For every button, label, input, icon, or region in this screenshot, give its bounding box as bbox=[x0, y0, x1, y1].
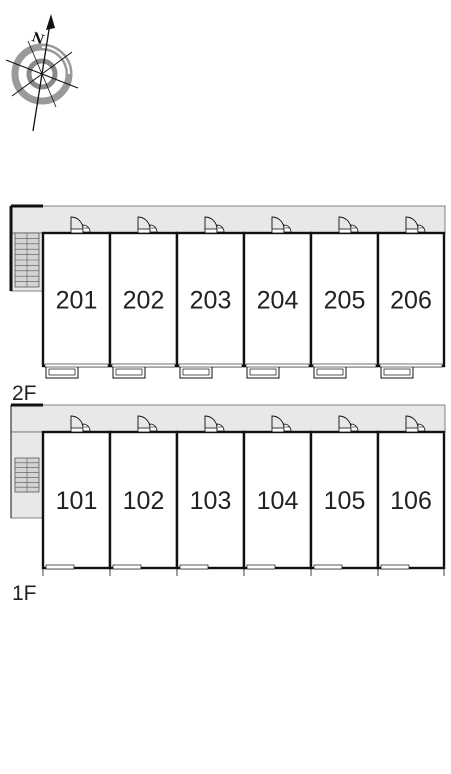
window-sill bbox=[245, 363, 310, 368]
unit-walls bbox=[41, 430, 112, 570]
unit-number: 201 bbox=[56, 287, 98, 315]
unit-206: 206 bbox=[376, 216, 446, 379]
unit-102: 102 bbox=[108, 415, 179, 576]
balcony bbox=[45, 365, 79, 379]
unit-number: 206 bbox=[390, 287, 432, 315]
window bbox=[380, 564, 410, 570]
floor-label: 2F bbox=[12, 382, 37, 405]
unit-101: 101 bbox=[41, 415, 112, 576]
compass-rose-icon: N bbox=[5, 14, 79, 132]
balcony-rail bbox=[182, 368, 210, 376]
door-opening bbox=[405, 427, 419, 433]
balcony bbox=[179, 365, 213, 379]
compass-inner-ring bbox=[26, 58, 58, 90]
meter-box bbox=[82, 224, 91, 233]
door-opening bbox=[70, 427, 84, 433]
compass-north-arrow bbox=[46, 14, 55, 30]
floors-layer: 2F 201 202 203 204 205 206 1F 101 102 103 104 105 106 bbox=[9, 204, 446, 605]
unit-walls bbox=[242, 430, 313, 570]
window bbox=[45, 564, 75, 570]
meter-box bbox=[283, 423, 292, 432]
unit-number: 105 bbox=[324, 487, 366, 515]
door-opening bbox=[338, 427, 352, 433]
unit-205: 205 bbox=[309, 216, 380, 379]
door-opening bbox=[70, 228, 84, 234]
window-sill bbox=[312, 363, 377, 368]
unit-202: 202 bbox=[108, 216, 179, 379]
meter-box bbox=[350, 423, 359, 432]
door-opening bbox=[405, 228, 419, 234]
balcony-rail bbox=[316, 368, 344, 376]
unit-105: 105 bbox=[309, 415, 380, 576]
floor-label: 1F bbox=[12, 582, 37, 605]
balcony-rail bbox=[249, 368, 277, 376]
meter-box bbox=[350, 224, 359, 233]
unit-103: 103 bbox=[175, 415, 246, 576]
unit-walls bbox=[108, 430, 179, 570]
floor-1f: 1F 101 102 103 104 105 106 bbox=[10, 403, 446, 605]
window-sill bbox=[178, 363, 243, 368]
unit-number: 106 bbox=[390, 487, 432, 515]
unit-106: 106 bbox=[376, 415, 446, 576]
unit-walls bbox=[175, 430, 246, 570]
unit-number: 204 bbox=[257, 287, 299, 315]
meter-box bbox=[216, 224, 225, 233]
window bbox=[313, 564, 343, 570]
compass-line-diag2 bbox=[27, 40, 57, 108]
door-opening bbox=[204, 427, 218, 433]
unit-number: 205 bbox=[324, 287, 366, 315]
unit-number: 102 bbox=[123, 487, 165, 515]
unit-number: 101 bbox=[56, 487, 98, 515]
unit-walls bbox=[376, 231, 446, 368]
meter-box bbox=[149, 423, 158, 432]
unit-walls bbox=[175, 231, 246, 368]
balcony bbox=[313, 365, 347, 379]
unit-204: 204 bbox=[242, 216, 313, 379]
meter-box bbox=[417, 423, 426, 432]
balcony-rail bbox=[115, 368, 143, 376]
door-opening bbox=[271, 228, 285, 234]
balcony-rail bbox=[48, 368, 76, 376]
door-opening bbox=[137, 427, 151, 433]
unit-number: 203 bbox=[190, 287, 232, 315]
floor-2f: 2F 201 202 203 204 205 206 bbox=[9, 204, 446, 405]
door-opening bbox=[271, 427, 285, 433]
window bbox=[179, 564, 209, 570]
unit-walls bbox=[108, 231, 179, 368]
balcony bbox=[246, 365, 280, 379]
unit-number: 103 bbox=[190, 487, 232, 515]
meter-box bbox=[283, 224, 292, 233]
window-sill bbox=[44, 363, 109, 368]
door-opening bbox=[204, 228, 218, 234]
window-sill bbox=[111, 363, 176, 368]
unit-number: 104 bbox=[257, 487, 299, 515]
door-opening bbox=[137, 228, 151, 234]
balcony-rail bbox=[383, 368, 411, 376]
meter-box bbox=[149, 224, 158, 233]
meter-box bbox=[417, 224, 426, 233]
unit-201: 201 bbox=[41, 216, 112, 379]
compass-north-label: N bbox=[30, 30, 46, 48]
balcony bbox=[380, 365, 414, 379]
unit-number: 202 bbox=[123, 287, 165, 315]
window bbox=[246, 564, 276, 570]
window bbox=[112, 564, 142, 570]
unit-203: 203 bbox=[175, 216, 246, 379]
meter-box bbox=[82, 423, 91, 432]
unit-104: 104 bbox=[242, 415, 313, 576]
door-opening bbox=[338, 228, 352, 234]
balcony bbox=[112, 365, 146, 379]
window-sill bbox=[379, 363, 443, 368]
meter-box bbox=[216, 423, 225, 432]
